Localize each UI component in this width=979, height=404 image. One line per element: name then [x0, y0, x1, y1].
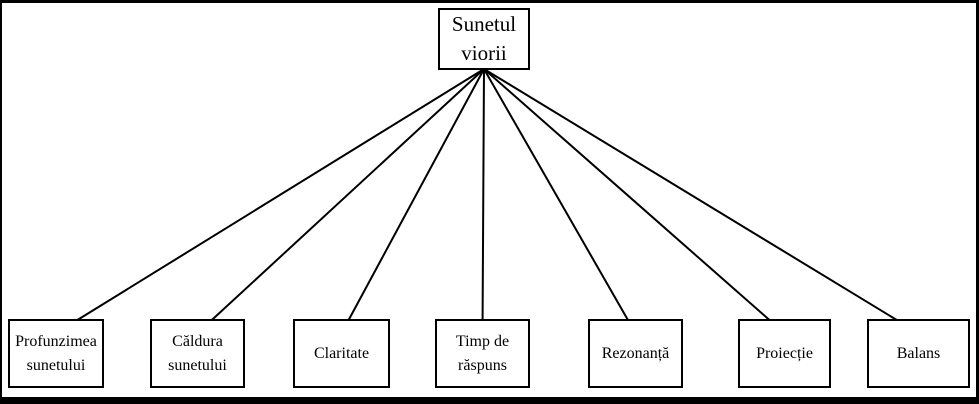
node-profunzimea-sunetului: Profunzimea sunetului	[8, 319, 104, 388]
connector-line	[481, 68, 485, 321]
connector-line	[347, 68, 485, 321]
node-label: Căldura sunetului	[168, 332, 227, 374]
node-label: Claritate	[313, 344, 370, 362]
node-label: Proiecție	[756, 344, 813, 362]
node-caldura-sunetului: Căldura sunetului	[150, 319, 245, 388]
node-balans: Balans	[867, 319, 970, 388]
node-claritate: Claritate	[293, 319, 390, 388]
node-timp-de-raspuns: Timp de răspuns	[435, 319, 530, 388]
node-label: Balans	[896, 344, 941, 362]
connector-line	[211, 68, 485, 321]
node-proiectie: Proiecție	[738, 319, 831, 388]
connector-line	[76, 68, 485, 321]
connector-line	[483, 68, 629, 321]
connector-line	[483, 68, 771, 321]
node-label: Rezonanță	[601, 344, 670, 362]
node-sunetul-viorii: Sunetul viorii	[438, 8, 530, 70]
node-label: Timp de răspuns	[455, 332, 510, 374]
node-label: Sunetul viorii	[451, 11, 517, 65]
node-label: Profunzimea sunetului	[15, 332, 97, 374]
node-rezonanta: Rezonanță	[588, 319, 683, 388]
connector-line	[483, 68, 898, 321]
